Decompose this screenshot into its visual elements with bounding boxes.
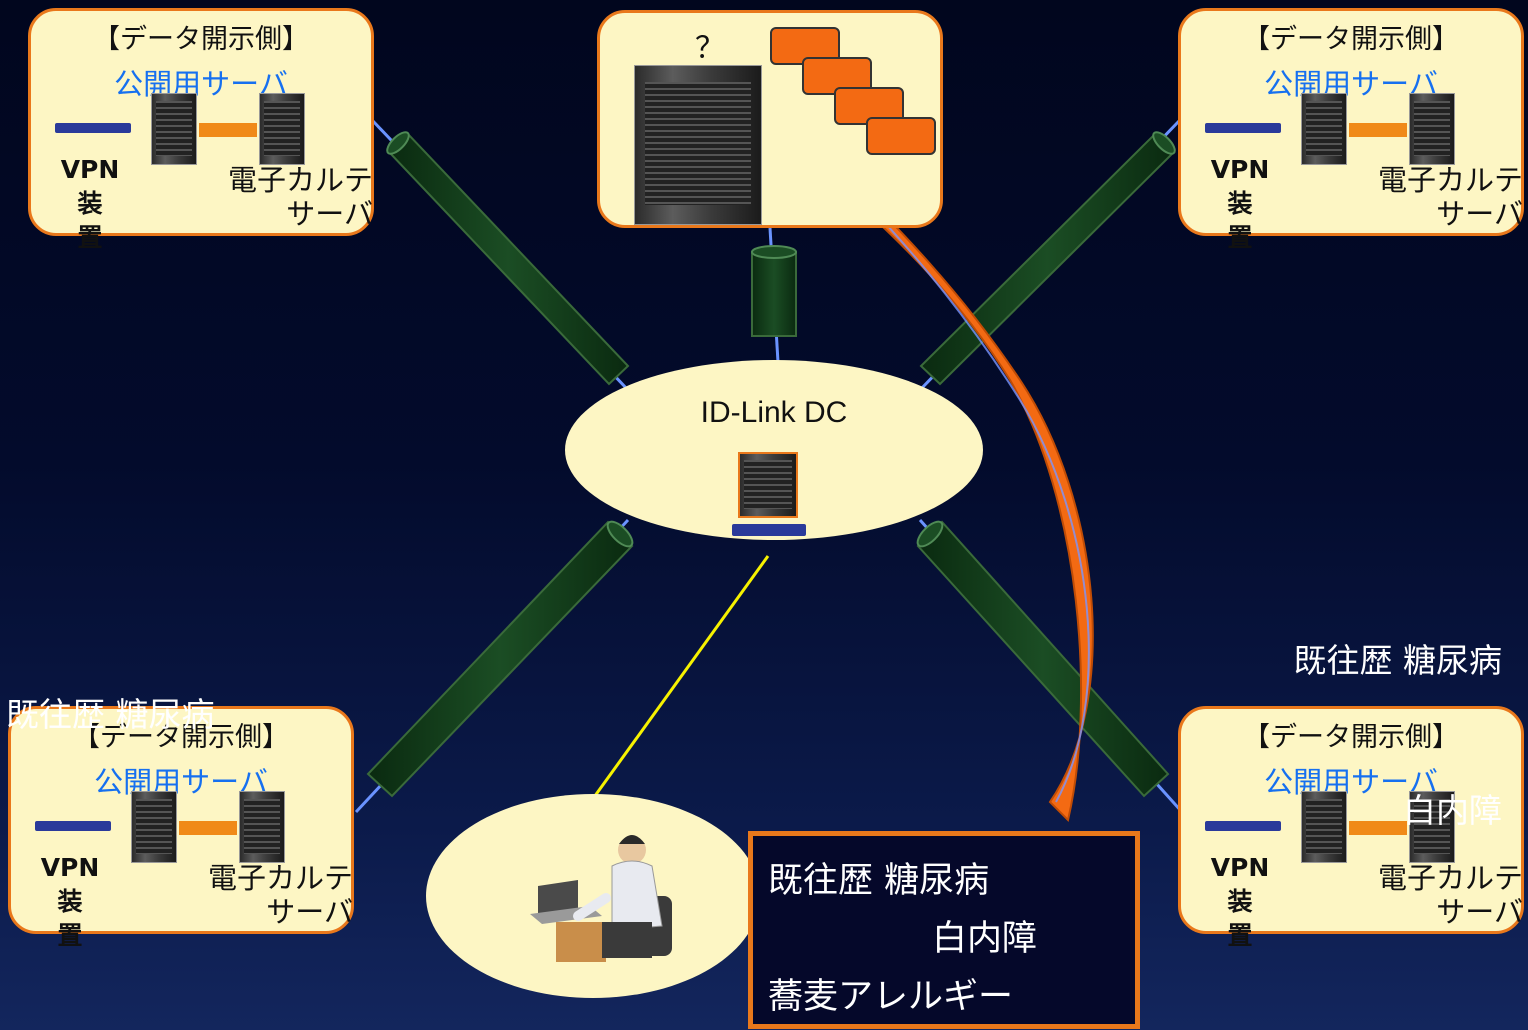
data-disclosure-site-bottom-right: 【データ開示側】 公開用サーバ VPN装置 電子カルテサーバ — [1178, 706, 1524, 950]
vpn-tunnel-top-left — [386, 131, 630, 386]
server-link — [1349, 123, 1407, 137]
result-line-1: 既往歴 糖尿病 — [768, 861, 990, 901]
public-server-label: 公開用サーバ — [1264, 67, 1438, 101]
emr-server-icon — [259, 93, 305, 165]
doctor-terminal-node — [426, 794, 760, 998]
datacenter-server-icon — [738, 452, 798, 518]
emr-server-icon — [1409, 791, 1455, 863]
destination-server-box: ？ — [597, 10, 943, 228]
history-line: 白内障 — [1403, 791, 1502, 830]
server-link — [1349, 821, 1407, 835]
public-server-icon — [151, 93, 197, 165]
datacenter-label: ID-Link DC — [700, 396, 848, 429]
emr-server-icon — [1409, 93, 1455, 165]
vpn-device-label: VPN装置 — [60, 155, 120, 252]
emr-server-label: 電子カルテサーバ — [1377, 861, 1523, 929]
medical-history-right: 既往歴 糖尿病 白内障 — [1198, 536, 1503, 936]
history-line: 既往歴 糖尿病 — [1293, 641, 1503, 680]
site-header: 【データ開示側】 — [73, 722, 289, 753]
emr-server-label: 電子カルテサーバ — [227, 163, 373, 231]
vpn-tunnel-top-right — [919, 131, 1176, 386]
site-header: 【データ開示側】 — [1243, 24, 1459, 55]
unknown-destination-label: ？ — [695, 31, 725, 66]
public-server-icon — [1301, 791, 1347, 863]
public-server-icon — [1301, 93, 1347, 165]
vpn-tunnel-bottom-right — [916, 520, 1170, 798]
server-link — [199, 123, 257, 137]
vpn-device-label: VPN装置 — [40, 853, 100, 950]
data-disclosure-site-top-left: 【データ開示側】 公開用サーバ VPN装置 電子カルテサーバ — [28, 8, 374, 252]
data-disclosure-site-top-right: 【データ開示側】 公開用サーバ VPN装置 電子カルテサーバ — [1178, 8, 1524, 252]
site-header: 【データ開示側】 — [93, 24, 309, 55]
doctor-at-laptop-icon — [530, 835, 672, 962]
result-line-3: 蕎麦アレルギー — [768, 977, 1014, 1017]
public-server-label: 公開用サーバ — [94, 765, 268, 799]
history-line: 既往歴 糖尿病 — [6, 695, 215, 734]
vpn-router-icon — [35, 821, 111, 831]
public-server-label: 公開用サーバ — [114, 67, 288, 101]
medical-history-left: 既往歴 糖尿病 — [6, 590, 215, 840]
link-line-doctor — [590, 555, 770, 801]
vpn-device-label: VPN装置 — [1210, 853, 1270, 950]
site-header: 【データ開示側】 — [1243, 722, 1459, 753]
document-icon — [866, 117, 936, 155]
aggregated-history-box — [748, 831, 1140, 1029]
vpn-device-label: VPN装置 — [1210, 155, 1270, 252]
emr-server-label: 電子カルテサーバ — [207, 861, 353, 929]
emr-server-label: 電子カルテサーバ — [1377, 163, 1523, 231]
public-server-label: 公開用サーバ — [1264, 765, 1438, 799]
vpn-tunnel-bottom-left — [366, 520, 634, 798]
server-tower-icon — [634, 65, 762, 225]
result-line-2: 白内障 — [932, 919, 1038, 959]
emr-server-icon — [239, 791, 285, 863]
server-link — [179, 821, 237, 835]
vpn-router-icon — [1205, 821, 1281, 831]
vpn-router-icon — [1205, 123, 1281, 133]
datacenter-router-icon — [732, 524, 806, 536]
vpn-tunnel-top-center — [751, 245, 797, 337]
vpn-router-icon — [55, 123, 131, 133]
data-disclosure-site-bottom-left: 【データ開示側】 公開用サーバ VPN装置 電子カルテサーバ — [8, 706, 354, 950]
public-server-icon — [131, 791, 177, 863]
